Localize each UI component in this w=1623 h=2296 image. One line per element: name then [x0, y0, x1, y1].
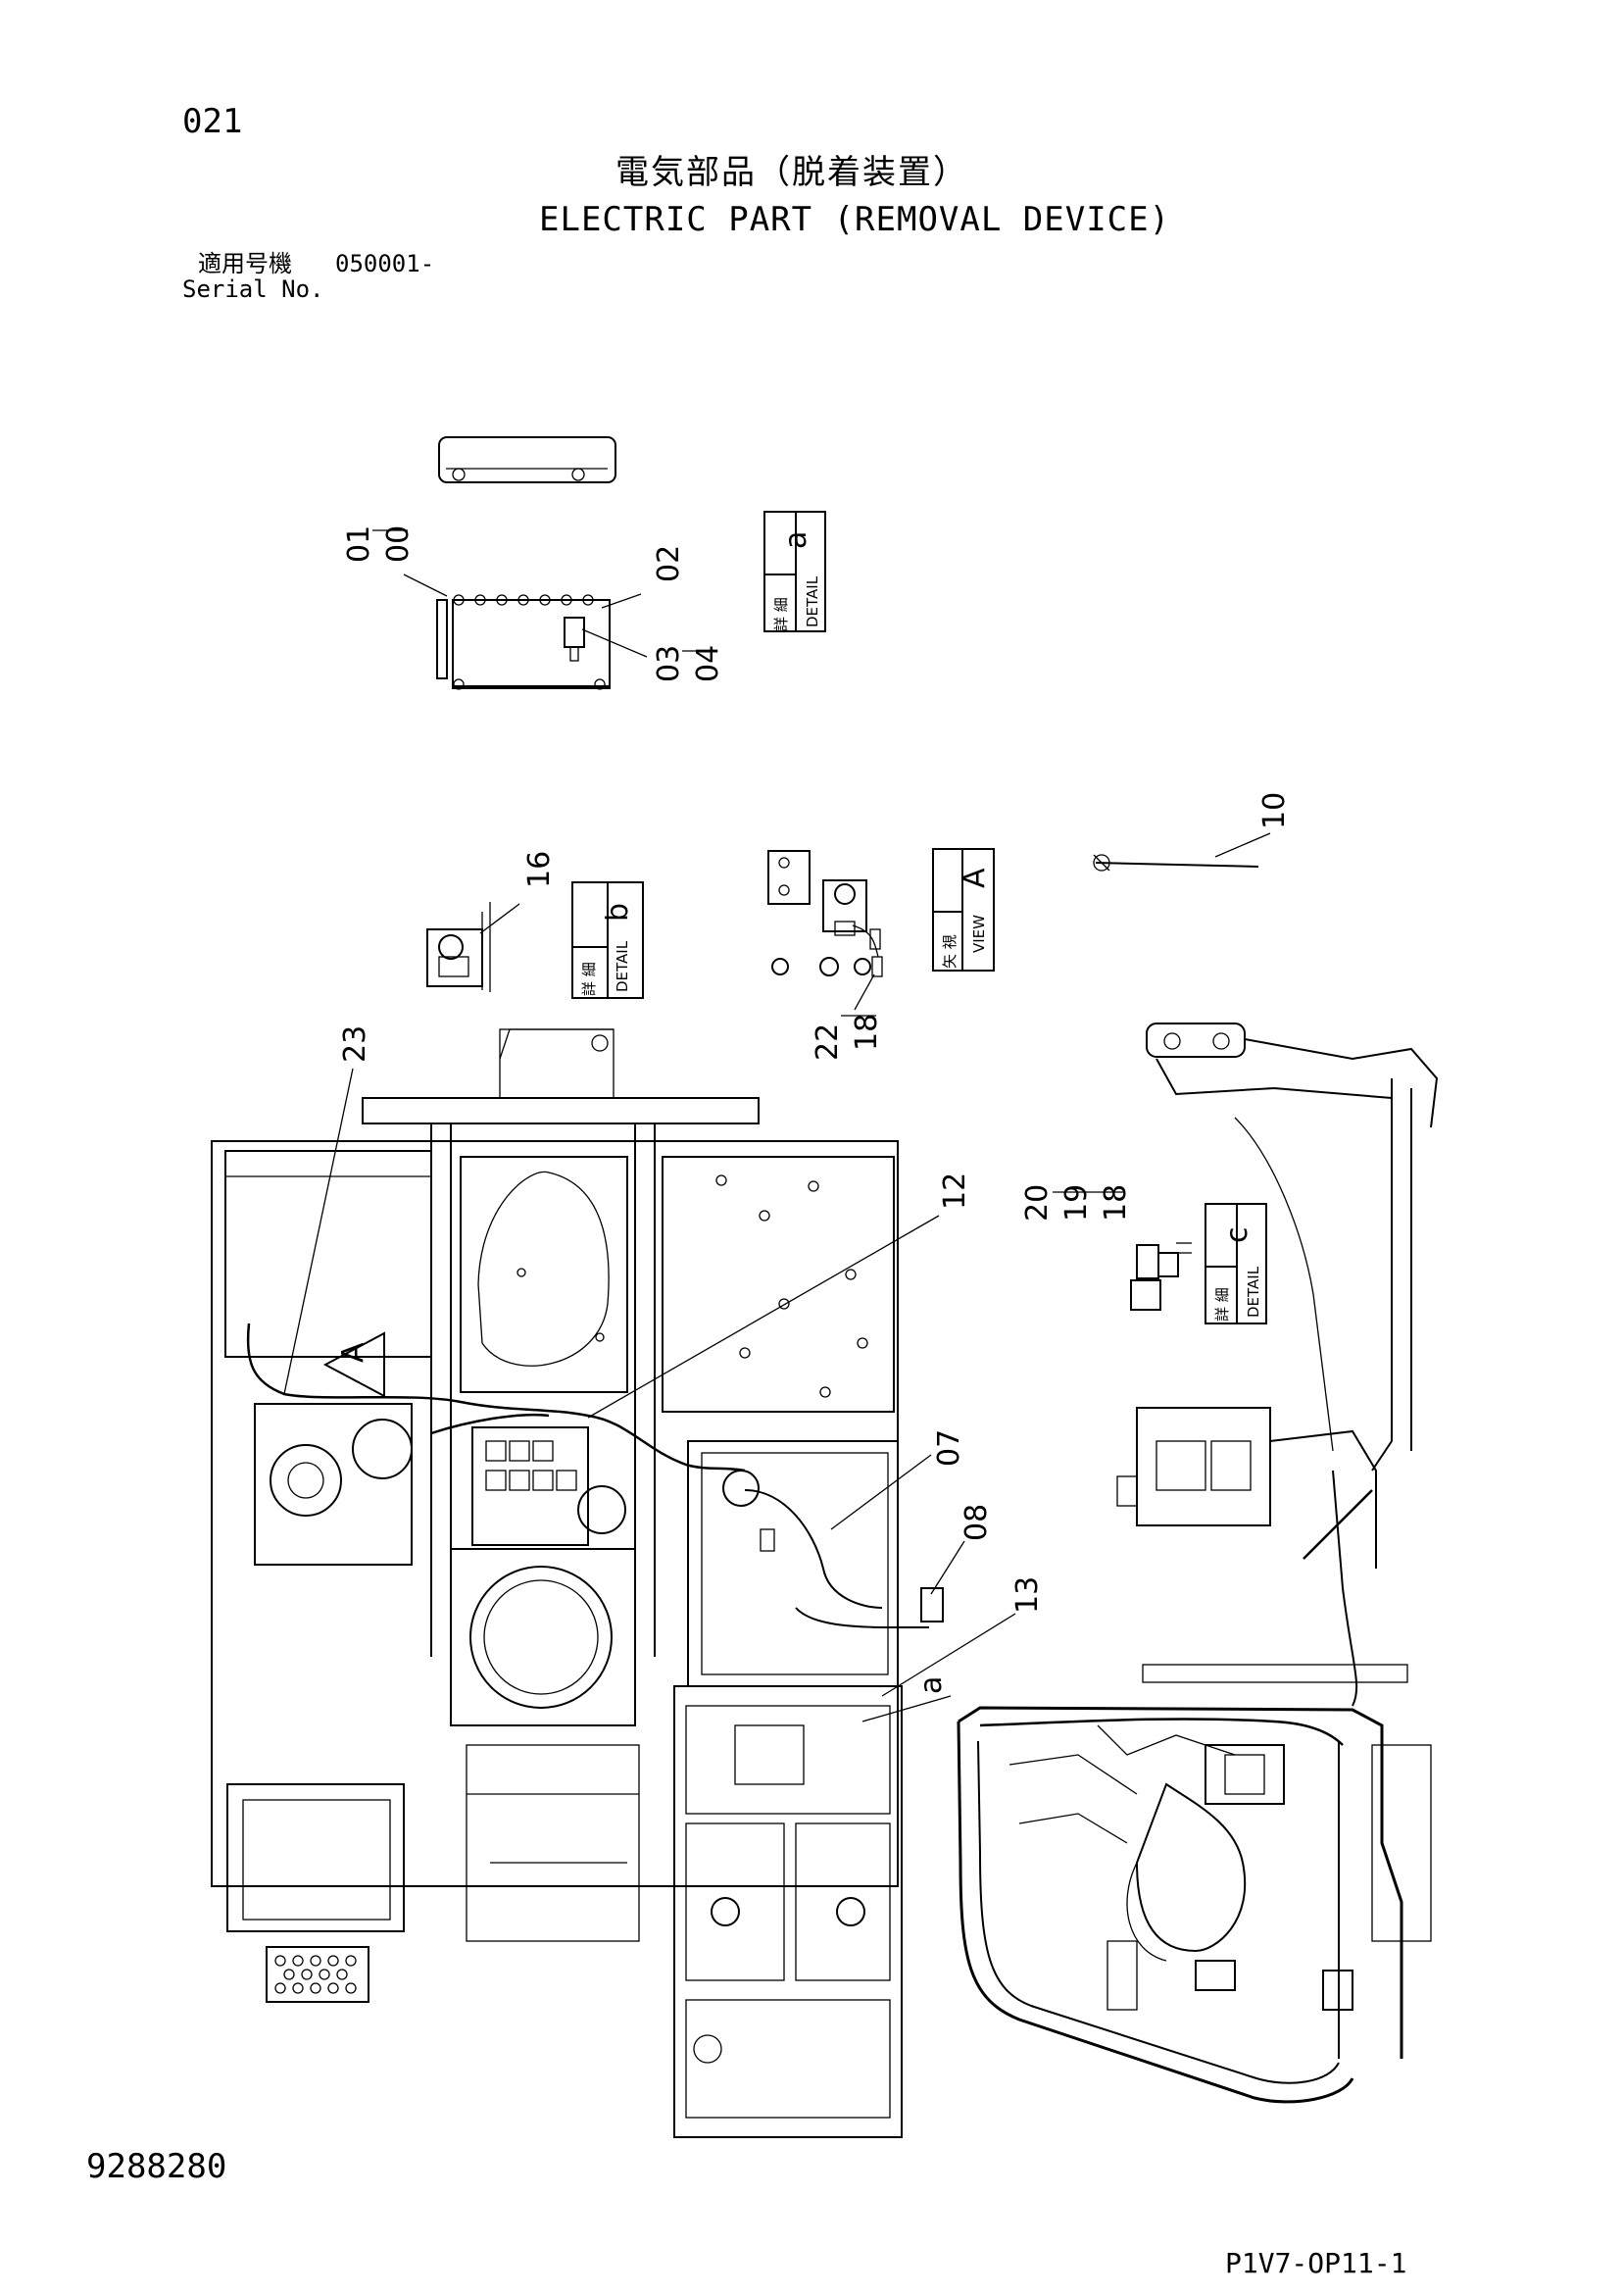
callout-03: 03: [652, 645, 686, 682]
callout-18-c: 18: [1099, 1184, 1133, 1222]
title-english: ELECTRIC PART (REMOVAL DEVICE): [539, 200, 1171, 239]
callout-07: 07: [932, 1429, 966, 1467]
callout-02: 02: [652, 545, 686, 582]
clip-drawing: [1093, 832, 1271, 872]
callout-01: 01: [342, 525, 376, 563]
callout-08: 08: [959, 1504, 994, 1541]
battery-box-drawing: [403, 436, 648, 690]
callout-12: 12: [938, 1173, 972, 1210]
serial-value: 050001-: [335, 250, 435, 277]
page-code: P1V7-OP11-1: [1225, 2247, 1407, 2279]
callout-18: 18: [850, 1014, 884, 1051]
detail-a-jp: 詳 細: [772, 597, 790, 631]
detail-b-drawing: 詳 細 DETAIL b: [426, 881, 644, 999]
callout-16: 16: [522, 851, 557, 888]
document-number: 9288280: [86, 2147, 227, 2186]
detail-a-en: DETAIL: [804, 575, 821, 627]
detail-c-en: DETAIL: [1245, 1266, 1262, 1318]
main-frame-drawing: A: [211, 1028, 903, 2138]
title-japanese: 電気部品（脱着装置）: [615, 153, 968, 192]
serial-label-english: Serial No.: [182, 275, 324, 303]
callout-a: a: [914, 1676, 949, 1694]
detail-box-a: 詳 細 DETAIL a: [763, 511, 826, 632]
callout-10: 10: [1257, 792, 1292, 829]
view-a-jp: 矢 視: [941, 934, 959, 969]
callout-00: 00: [381, 525, 416, 563]
view-a-en: VIEW: [970, 915, 988, 953]
page-number: 021: [182, 102, 243, 141]
callout-13: 13: [1010, 1576, 1045, 1614]
detail-b-jp: 詳 細: [580, 962, 598, 996]
detail-box-c: 詳 細 DETAIL c: [1205, 1203, 1267, 1324]
callout-20: 20: [1020, 1184, 1055, 1222]
view-a-drawing: 矢 視 VIEW A: [767, 848, 995, 1011]
harness-08: [795, 1607, 929, 1628]
view-a-marker: A: [336, 1342, 370, 1363]
callout-19: 19: [1059, 1184, 1094, 1222]
callout-22: 22: [811, 1023, 845, 1061]
serial-label-japanese: 適用号機: [198, 250, 292, 277]
detail-c-letter: c: [1220, 1227, 1254, 1244]
harness-left: [246, 1323, 746, 1472]
harness-07: [744, 1489, 883, 1609]
detail-b-letter: b: [601, 903, 635, 922]
view-a-letter: A: [958, 868, 992, 888]
callout-23: 23: [338, 1025, 372, 1063]
detail-b-en: DETAIL: [614, 940, 631, 992]
detail-c-jp: 詳 細: [1213, 1287, 1231, 1322]
cab-structure-drawing: [957, 1023, 1439, 2104]
detail-a-letter: a: [779, 531, 813, 549]
harness-branch: [430, 1413, 550, 1435]
